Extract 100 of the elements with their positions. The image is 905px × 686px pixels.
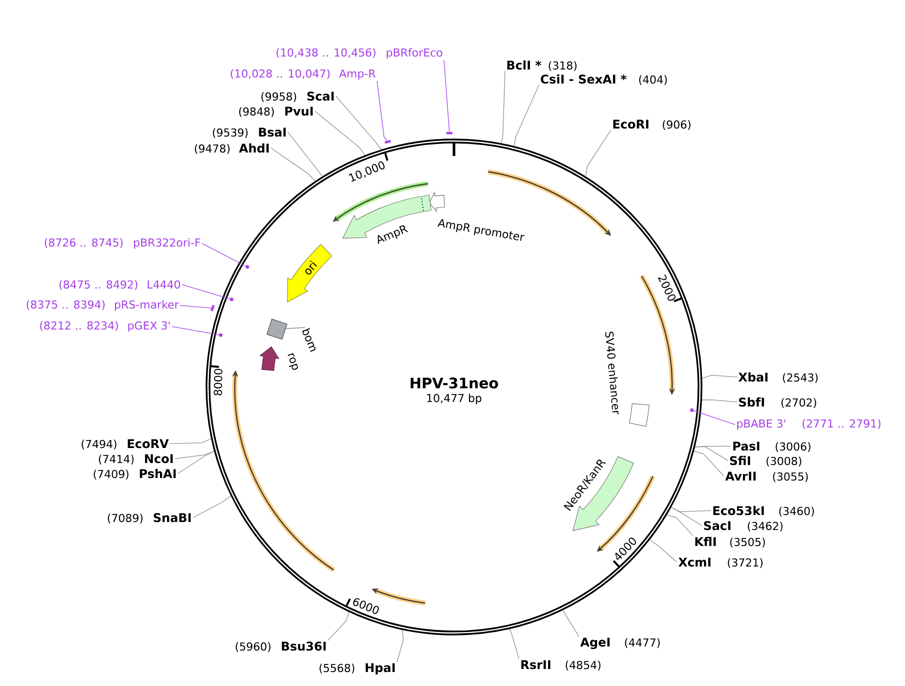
leader-line [270,148,316,182]
cut-position: (7409) [94,470,128,480]
primer-name: pRS-marker [114,300,179,311]
tick-label: 6000 [353,598,379,614]
cut-position: (3055) [773,472,808,482]
leader-line [174,450,214,460]
primer-mark [210,304,215,312]
primer-mark [446,132,452,134]
cut-position: (3505) [730,538,765,548]
primer-mark [384,140,392,144]
leader-line [510,628,520,660]
enzyme-name: HpaI [366,663,395,674]
leader-line [178,450,214,474]
primer-position: (10,438 .. 10,456) [276,48,376,58]
primer-mark [245,264,250,270]
primer-name: pGEX 3' [128,321,170,332]
leader-line [670,507,702,526]
plasmid-feature: AmpR promoter [429,192,525,241]
cut-position: (3006) [776,442,810,452]
primer-name: L4440 [148,280,180,289]
enzyme-name: PasI [733,442,760,451]
leader-line [694,446,728,461]
plasmid-name: HPV-31neo [410,378,498,388]
cut-position: (9478) [194,144,230,154]
enzyme-name: BsaI [259,128,286,137]
plasmid-feature: rop [260,346,298,371]
enzyme-name: XbaI [738,372,768,382]
leader-line [702,374,738,379]
cut-position: (7494) [82,440,116,450]
cut-position: (318) [548,61,577,71]
leader-line [336,96,382,150]
enzyme-name: XcmI [678,558,710,567]
enzyme-name: AhdI [238,143,269,153]
enzyme-name: Eco53kI [713,506,764,516]
enzyme-name: SnaBI [154,513,191,522]
leader-line [288,132,323,177]
leader-line [396,630,404,662]
leader-line [172,326,220,336]
cut-position: (906) [662,120,690,130]
primer-position: (8726 .. 8745) [44,238,123,248]
cut-position: (9958) [261,92,296,102]
enzyme-name: RsrII [521,660,550,670]
leader-line [514,84,540,146]
leader-line [286,327,306,329]
node-label: AmpR promoter [437,219,525,241]
cut-position: (5960) [236,642,270,652]
primer-name: Amp-R [339,70,376,80]
primer-mark [218,333,223,337]
cut-position: (7089) [108,514,143,524]
primer-position: (8475 .. 8492) [60,280,138,290]
leader-line [501,70,506,144]
enzyme-name: EcoRI [613,120,648,129]
node-label: rop [288,353,298,370]
cut-position: (3460) [779,506,814,516]
primer-name: pBRforEco [386,48,442,59]
leader-line [693,410,736,425]
enzyme-name: CsiI - SexAI * [540,74,627,84]
enzyme-name: AgeI [580,638,610,650]
leader-line [170,438,212,444]
feature-box: SV40 enhancer [605,332,650,427]
leader-line [694,450,724,476]
leader-line [182,284,230,300]
enzyme-name: SacI [704,521,730,530]
leader-line [202,243,246,266]
tick-label: 8000 [214,368,222,396]
primer-position: (8375 .. 8394) [26,300,105,310]
primer-position: (10,028 .. 10,047) [230,69,330,79]
leader-line [192,496,232,518]
cut-position: (404) [639,75,667,85]
enzyme-name: NcoI [145,454,173,464]
enzyme-name: AvrII [725,472,756,480]
leader-line [562,610,580,637]
leader-line [314,110,366,156]
feature-label: bom [302,328,316,352]
plasmid-feature: ori [287,244,332,302]
enzyme-name: SfiI [730,456,750,466]
cut-position: (5568) [320,664,354,674]
enzyme-name: KflI [695,536,716,546]
leader-line [444,60,450,132]
primer-name: pBABE 3' [737,419,786,430]
primer-position: (2771 .. 2791) [802,419,880,429]
enzyme-name: SbfI [739,397,764,407]
enzyme-name: BclI * [507,60,542,70]
cut-position: (3008) [766,456,802,466]
tick-label: 2000 [658,274,676,301]
plasmid-length: 10,477 bp [427,394,482,404]
cut-position: (2702) [781,398,816,408]
leader-line [376,80,388,141]
cut-position: (9539) [212,128,248,138]
primer-position: (8212 .. 8234) [40,321,118,331]
leader-line [702,399,738,402]
enzyme-name: PvuI [285,106,313,116]
enzyme-name: EcoRV [128,439,169,448]
leader-line [328,612,350,641]
cut-position: (4477) [625,638,660,648]
leader-line [585,130,612,177]
cut-position: (4854) [566,660,600,670]
cut-position: (3721) [728,558,763,568]
cut-position: (7414) [98,454,134,464]
cut-position: (2543) [782,373,818,383]
